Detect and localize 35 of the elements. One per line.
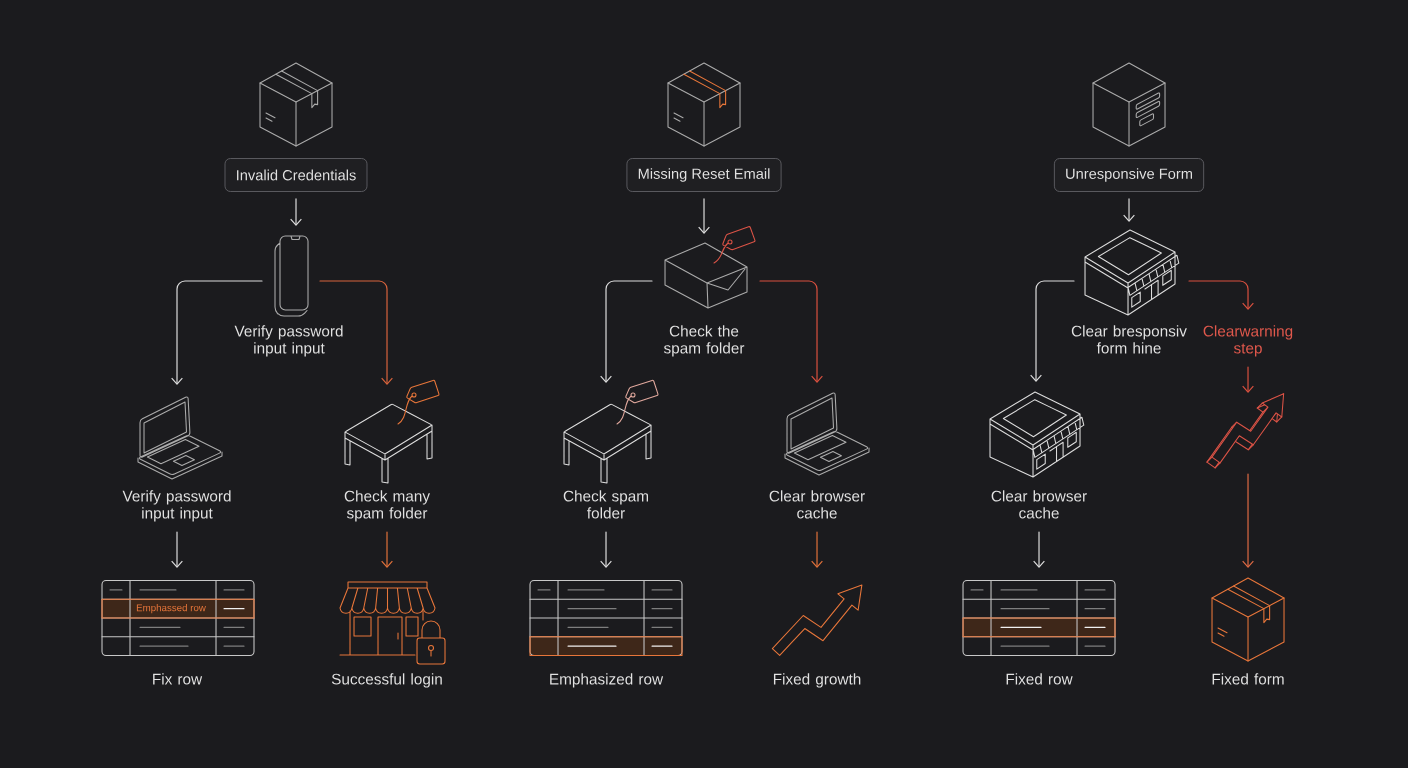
step-label: Clear browser cache (991, 490, 1087, 519)
arrow (600, 531, 612, 568)
step-label: Verify password input input (234, 325, 343, 357)
step-label: Check the spam folder (663, 325, 745, 357)
arrow (1242, 473, 1254, 568)
label-box: Unresponsive Form (1053, 158, 1205, 192)
step-label: Emphasized row (550, 673, 664, 688)
step-label: Check many spam folder (344, 490, 430, 522)
arrow (1123, 198, 1135, 222)
step-label: Check spam folder (563, 490, 648, 519)
step-label: Fixed form (1212, 673, 1284, 685)
arrow (1030, 280, 1075, 382)
step-label: Verify password input input (122, 490, 231, 522)
step-label: Clear bresponsiv form hine (1071, 325, 1187, 354)
arrow (381, 531, 393, 568)
step-label: Successful login (331, 673, 442, 688)
step-label: Fixed growth (773, 673, 861, 688)
arrow (1033, 531, 1045, 568)
arrow (1188, 280, 1254, 310)
row-label: Emphassed row (136, 604, 206, 614)
arrow (171, 280, 263, 385)
step-label: Clear browser cache (769, 490, 865, 519)
arrow (600, 280, 653, 383)
label-box: Missing Reset Email (626, 158, 782, 192)
step-label: Clearwarning step (1203, 325, 1293, 357)
arrow (1242, 366, 1254, 393)
trend-arrow-icon (1206, 393, 1285, 469)
step-label: Fixed row (1006, 673, 1073, 685)
arrow (759, 280, 823, 383)
arrow (698, 198, 710, 234)
step-label: Fix row (153, 673, 203, 685)
arrow (319, 280, 393, 385)
arrow (171, 531, 183, 568)
arrow (811, 531, 823, 568)
label-box: Invalid Credentials (224, 158, 368, 192)
